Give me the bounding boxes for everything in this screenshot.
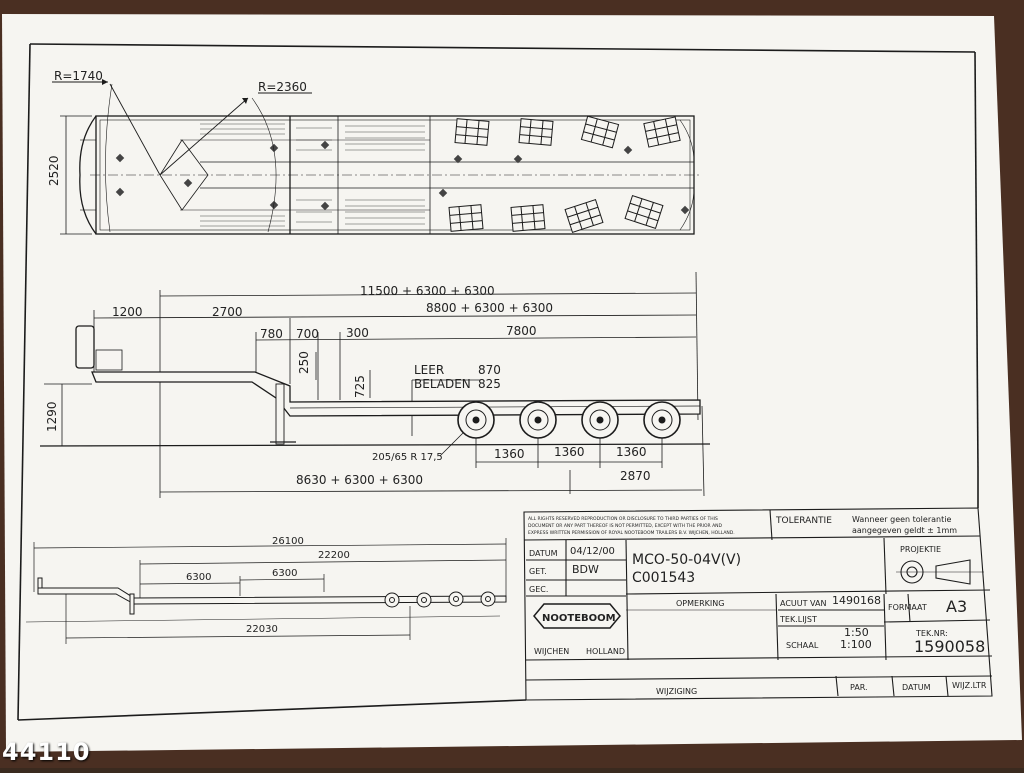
axle-spacing-3: 1360 [616,445,647,459]
title-block: NOOTEBOOM ALL RIGHTS RESERVED REPRODUCTI… [523,507,993,701]
radius-2360-label: R=2360 [258,80,307,94]
disclaimer-line-2: DOCUMENT OR ANY PART THEREOF IS NOT PERM… [528,523,723,529]
small-6300-a-label: 6300 [186,572,211,583]
disclaimer-line-1: ALL RIGHTS RESERVED REPRODUCTION OR DISC… [528,516,718,522]
tolerantie-text-2: aangegeven geldt ± 1mm [852,526,957,535]
side-view: 11500 + 6300 + 6300 1200 2700 8800 + 630… [39,271,711,498]
paper-sheet [2,14,1022,752]
dim-780-label: 780 [260,327,283,341]
wijzltr-label: WIJZ.LTR [952,681,987,690]
beladen-label: BELADEN [414,377,471,391]
beladen-value: 825 [478,377,501,391]
dim-8800-label: 8800 + 6300 + 6300 [426,301,553,315]
small-22030-label: 22030 [246,624,278,635]
schaal-value-1: 1:50 [844,626,869,639]
teklijst-label: TEK.LIJST [779,615,817,624]
datum-value: 04/12/00 [570,546,615,557]
listing-watermark: 44110 [2,738,91,766]
small-overall-label: 26100 [272,536,304,547]
leer-label: LEER [414,363,444,377]
small-6300-b-label: 6300 [272,568,297,579]
axle-spacing-1: 1360 [494,447,525,461]
drawing-code: C001543 [632,570,695,586]
schaal-label: SCHAAL [786,641,819,650]
dim-725-label: 725 [353,375,367,398]
small-22200-label: 22200 [318,550,350,561]
overall-top-label: 11500 + 6300 + 6300 [360,284,495,298]
leer-value: 870 [478,363,501,377]
svg-text:NOOTEBOOM: NOOTEBOOM [542,613,616,624]
model-number: MCO-50-04V(V) [632,552,741,568]
dim-700-label: 700 [296,327,319,341]
get-value: BDW [572,563,599,576]
schaal-value-2: 1:100 [840,638,872,651]
get-label: GET. [529,567,547,576]
tolerantie-label: TOLERANTIE [775,516,832,526]
drawing-frame [17,43,979,721]
wijziging-label: WIJZIGING [656,687,697,696]
small-side-view: 26100 22200 6300 6300 22030 [25,536,507,644]
dim-2700-label: 2700 [212,305,243,319]
side-view-wheels [457,401,681,439]
formaat-label: FORMAAT [888,603,927,612]
disclaimer-line-3: EXPRESS WRITTEN PERMISSION OF ROYAL NOOT… [528,530,735,536]
top-view-wheels [448,115,681,233]
datum-label: DATUM [529,549,558,558]
acuut-label: ACUUT VAN [780,599,826,608]
tolerantie-text-1: Wanneer geen tolerantie [852,515,951,524]
datum2-label: DATUM [902,683,931,692]
height-1290-label: 1290 [45,401,59,432]
radius-1740-label: R=1740 [54,69,103,83]
axle-spacing-2: 1360 [554,445,585,459]
dim-300-label: 300 [346,326,369,340]
dim-7800-label: 7800 [506,324,537,338]
formaat-value: A3 [946,597,967,616]
teknr-label: TEK.NR: [915,629,948,638]
gec-label: GEC. [529,585,548,594]
overall-bottom-label: 8630 + 6300 + 6300 [296,473,423,487]
tyre-size-label: 205/65 R 17,5 [372,452,443,463]
projektie-label: PROJEKTIE [900,545,941,554]
city-label: WIJCHEN [534,647,569,656]
rear-overhang-label: 2870 [620,469,651,483]
width-2520-label: 2520 [47,155,61,186]
par-label: PAR. [850,683,868,692]
dim-250-label: 250 [297,351,311,374]
acuut-value: 1490168 [832,594,881,607]
dim-1200-label: 1200 [112,305,143,319]
nooteboom-logo: NOOTEBOOM [533,603,621,629]
opmerking-label: OPMERKING [676,599,724,608]
country-label: HOLLAND [586,647,625,656]
teknr-value: 1590058 [914,637,985,656]
projection-symbol [896,559,984,585]
